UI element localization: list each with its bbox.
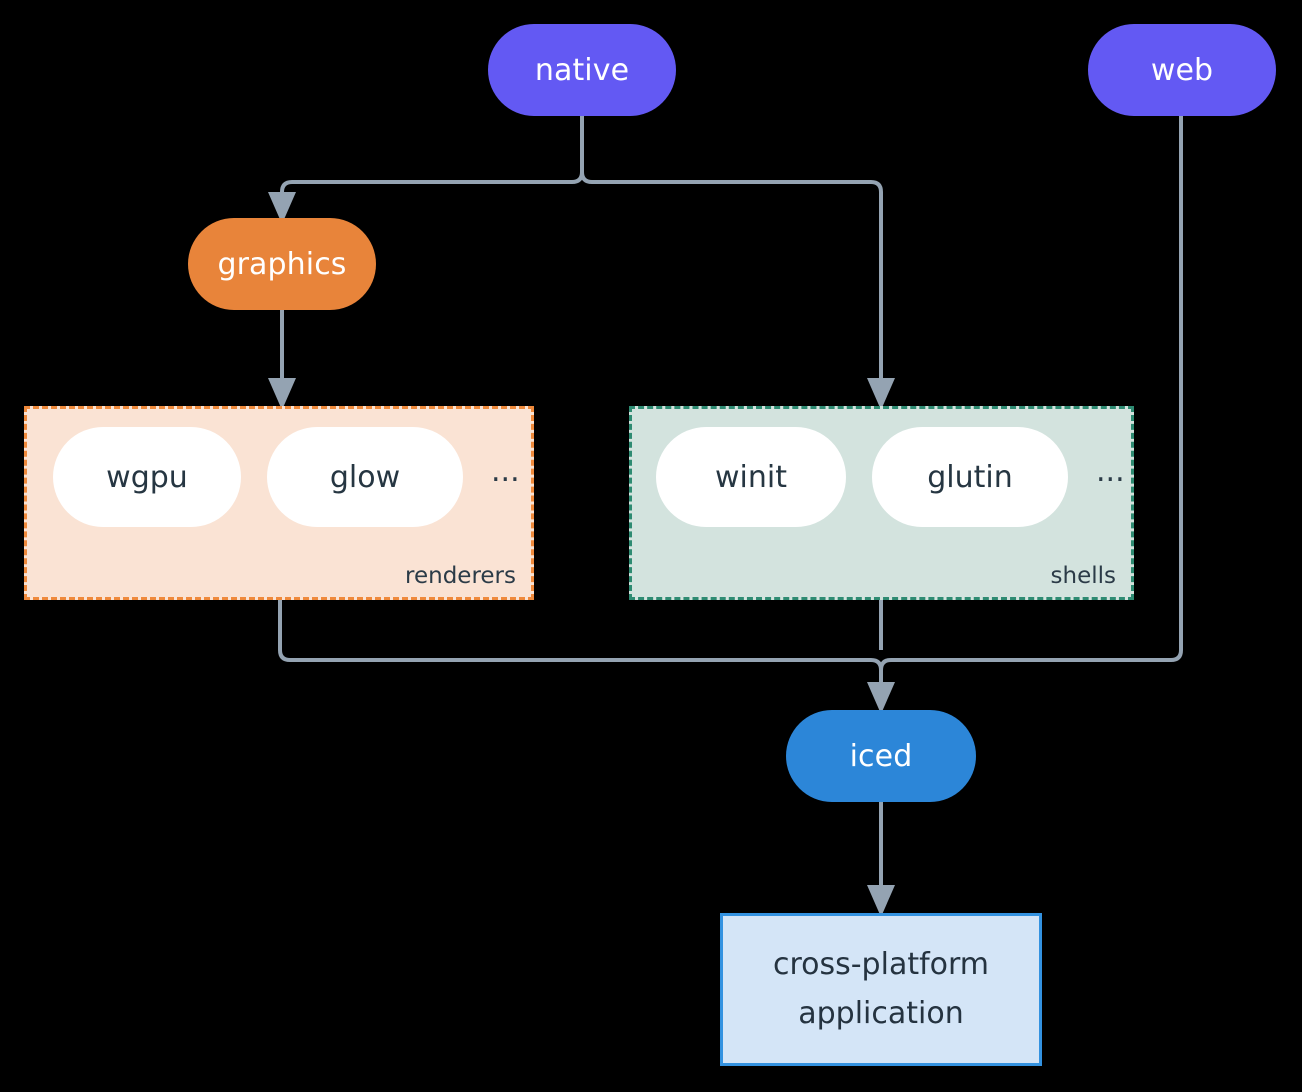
node-graphics-label: graphics (217, 246, 347, 282)
group-renderers-items: wgpu glow ... (53, 427, 520, 527)
chip-glutin[interactable]: glutin (872, 427, 1068, 527)
edge-native-split-left (571, 116, 584, 184)
node-cross-platform-application[interactable]: cross-platform application (720, 913, 1042, 1066)
edge-renderers-to-iced (278, 600, 871, 662)
node-graphics[interactable]: graphics (188, 218, 376, 310)
application-label-line2: application (798, 995, 964, 1031)
group-shells-items: winit glutin ... (656, 427, 1125, 527)
edge-native-split (580, 116, 593, 184)
chip-winit-label: winit (715, 459, 787, 495)
node-web[interactable]: web (1088, 24, 1276, 116)
node-iced-label: iced (849, 738, 913, 774)
chip-glow[interactable]: glow (267, 427, 463, 527)
edge-merge-right-corner (879, 658, 892, 671)
group-renderers-label: renderers (405, 563, 516, 589)
node-native[interactable]: native (488, 24, 676, 116)
renderers-overflow-ellipsis: ... (491, 454, 520, 489)
chip-winit[interactable]: winit (656, 427, 846, 527)
edge-native-to-graphics (268, 180, 572, 224)
node-iced[interactable]: iced (786, 710, 976, 802)
node-native-label: native (534, 52, 630, 88)
shells-overflow-ellipsis: ... (1096, 454, 1125, 489)
application-label-line1: cross-platform (772, 946, 990, 982)
chip-wgpu[interactable]: wgpu (53, 427, 241, 527)
group-shells-label: shells (1050, 563, 1116, 589)
group-shells: winit glutin ... shells (629, 406, 1134, 600)
edge-merge-left-corner (870, 658, 883, 698)
group-renderers: wgpu glow ... renderers (24, 406, 534, 600)
chip-wgpu-label: wgpu (106, 459, 188, 495)
node-web-label: web (1150, 52, 1214, 88)
edge-native-to-shells (592, 180, 895, 410)
chip-glutin-label: glutin (927, 459, 1013, 495)
chip-glow-label: glow (329, 459, 401, 495)
